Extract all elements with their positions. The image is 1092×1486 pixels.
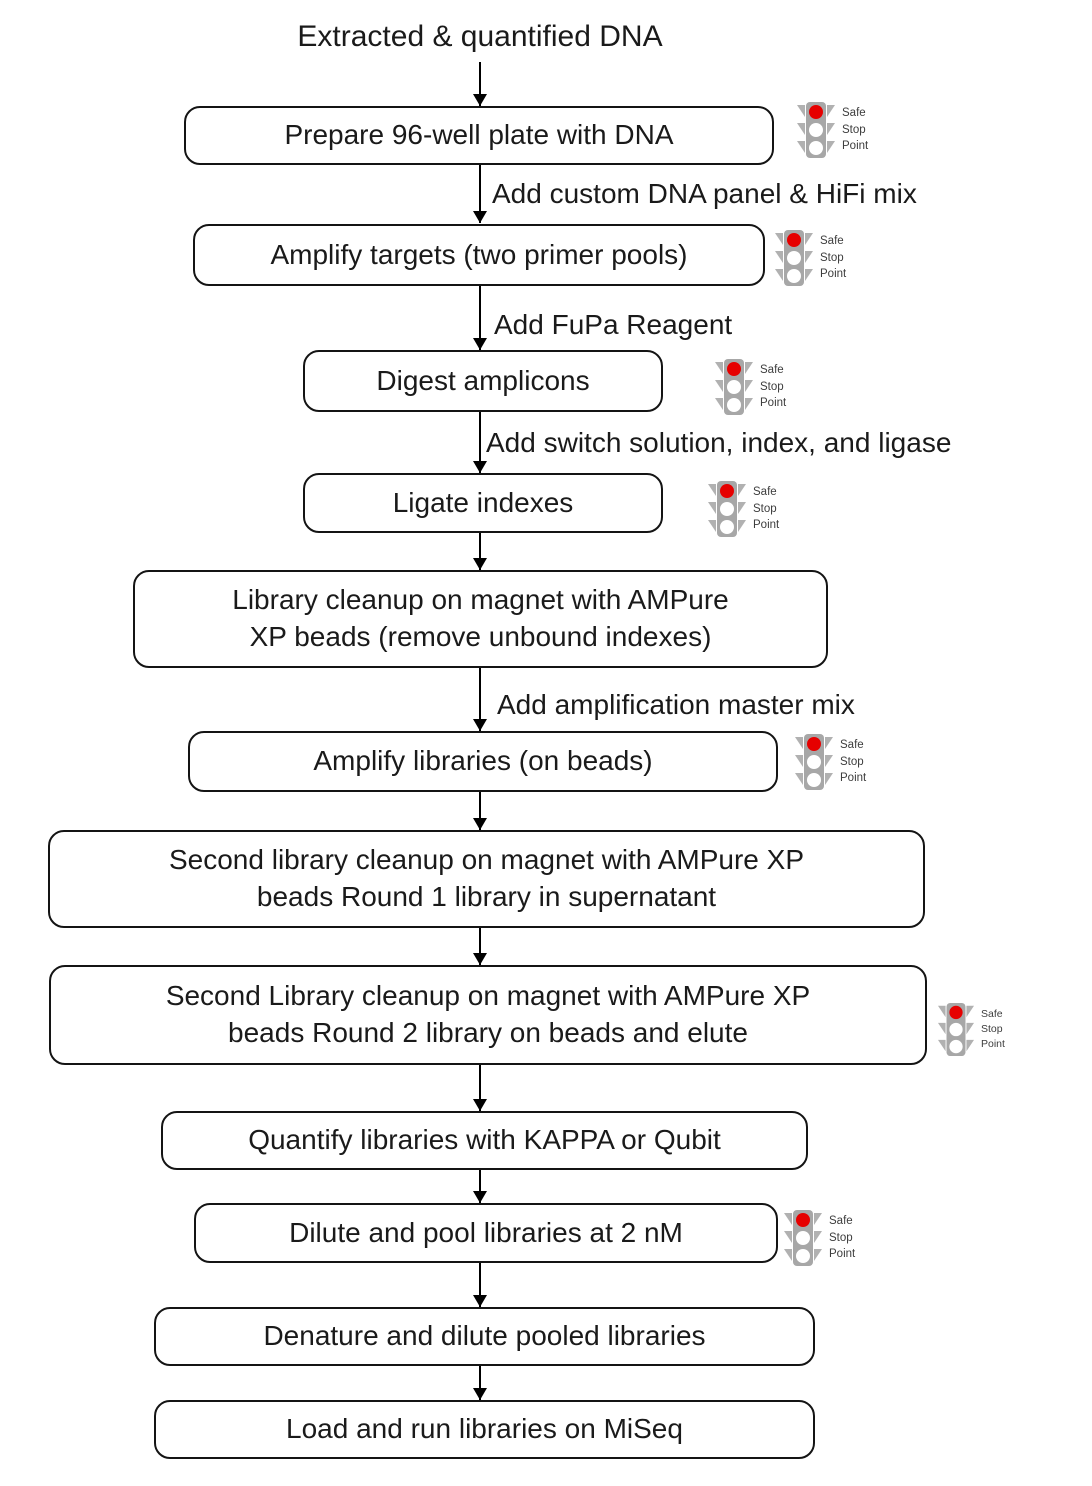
- step-second-cleanup-round1: Second library cleanup on magnet with AM…: [48, 830, 925, 928]
- safe-stop-point-indicator: Safe Stop Point: [796, 101, 868, 159]
- flow-arrow: [473, 668, 487, 731]
- safe-stop-point-label: Safe Stop Point: [842, 106, 869, 153]
- arrowhead-icon: [473, 1191, 487, 1203]
- flow-arrow: [473, 412, 487, 473]
- traffic-light-icon: [795, 734, 833, 790]
- traffic-light-icon: [937, 1002, 975, 1057]
- flow-arrow: [473, 1065, 487, 1111]
- flow-arrow: [473, 533, 487, 570]
- step-load-run-miseq: Load and run libraries on MiSeq: [154, 1400, 815, 1459]
- step-ligate-indexes: Ligate indexes: [303, 473, 663, 533]
- traffic-light-icon: [784, 1210, 822, 1266]
- edge-label-add-custom-dna-panel: Add custom DNA panel & HiFi mix: [492, 178, 917, 209]
- safe-stop-point-label: Safe Stop Point: [820, 234, 847, 281]
- step-dilute-pool-libraries: Dilute and pool libraries at 2 nM: [194, 1203, 778, 1263]
- step-denature-dilute: Denature and dilute pooled libraries: [154, 1307, 815, 1366]
- safe-stop-point-indicator: Safe Stop Point: [707, 480, 779, 538]
- flow-arrow: [473, 62, 487, 106]
- arrowhead-icon: [473, 1388, 487, 1400]
- safe-stop-point-label: Safe Stop Point: [760, 363, 787, 410]
- step-digest-amplicons: Digest amplicons: [303, 350, 663, 412]
- safe-stop-point-label: Safe Stop Point: [981, 1007, 1005, 1051]
- step-amplify-libraries: Amplify libraries (on beads): [188, 731, 778, 792]
- safe-stop-point-indicator: Safe Stop Point: [783, 1209, 855, 1267]
- traffic-light-icon: [708, 481, 746, 537]
- flow-arrow: [473, 1366, 487, 1400]
- safe-stop-point-label: Safe Stop Point: [840, 738, 867, 785]
- arrowhead-icon: [473, 953, 487, 965]
- edge-label-add-amplification-mix: Add amplification master mix: [497, 689, 855, 720]
- step-library-cleanup: Library cleanup on magnet with AMPure XP…: [133, 570, 828, 668]
- safe-stop-point-indicator: Safe Stop Point: [794, 733, 866, 791]
- step-amplify-targets: Amplify targets (two primer pools): [193, 224, 765, 286]
- arrowhead-icon: [473, 719, 487, 731]
- arrowhead-icon: [473, 558, 487, 570]
- flow-arrow: [473, 928, 487, 965]
- edge-label-add-fupa-reagent: Add FuPa Reagent: [494, 309, 733, 340]
- traffic-light-icon: [775, 230, 813, 286]
- safe-stop-point-indicator: Safe Stop Point: [714, 358, 786, 416]
- safe-stop-point-label: Safe Stop Point: [829, 1214, 856, 1261]
- flow-arrow: [473, 1170, 487, 1203]
- safe-stop-point-indicator: Safe Stop Point: [774, 229, 846, 287]
- traffic-light-icon: [797, 102, 835, 158]
- arrowhead-icon: [473, 338, 487, 350]
- flow-arrow: [473, 165, 487, 223]
- edge-label-add-switch-solution: Add switch solution, index, and ligase: [486, 427, 952, 458]
- flow-arrow: [473, 286, 487, 350]
- arrowhead-icon: [473, 94, 487, 106]
- arrowhead-icon: [473, 461, 487, 473]
- safe-stop-point-indicator: Safe Stop Point: [937, 1002, 1005, 1057]
- flow-arrow: [473, 792, 487, 830]
- step-second-cleanup-round2: Second Library cleanup on magnet with AM…: [49, 965, 927, 1065]
- flow-arrow: [473, 1263, 487, 1307]
- arrowhead-icon: [473, 211, 487, 223]
- step-prepare-plate: Prepare 96-well plate with DNA: [184, 106, 774, 165]
- safe-stop-point-label: Safe Stop Point: [753, 485, 780, 532]
- arrowhead-icon: [473, 1295, 487, 1307]
- flow-start-label: Extracted & quantified DNA: [297, 20, 663, 53]
- step-quantify-libraries: Quantify libraries with KAPPA or Qubit: [161, 1111, 808, 1170]
- traffic-light-icon: [715, 359, 753, 415]
- arrowhead-icon: [473, 818, 487, 830]
- arrowhead-icon: [473, 1099, 487, 1111]
